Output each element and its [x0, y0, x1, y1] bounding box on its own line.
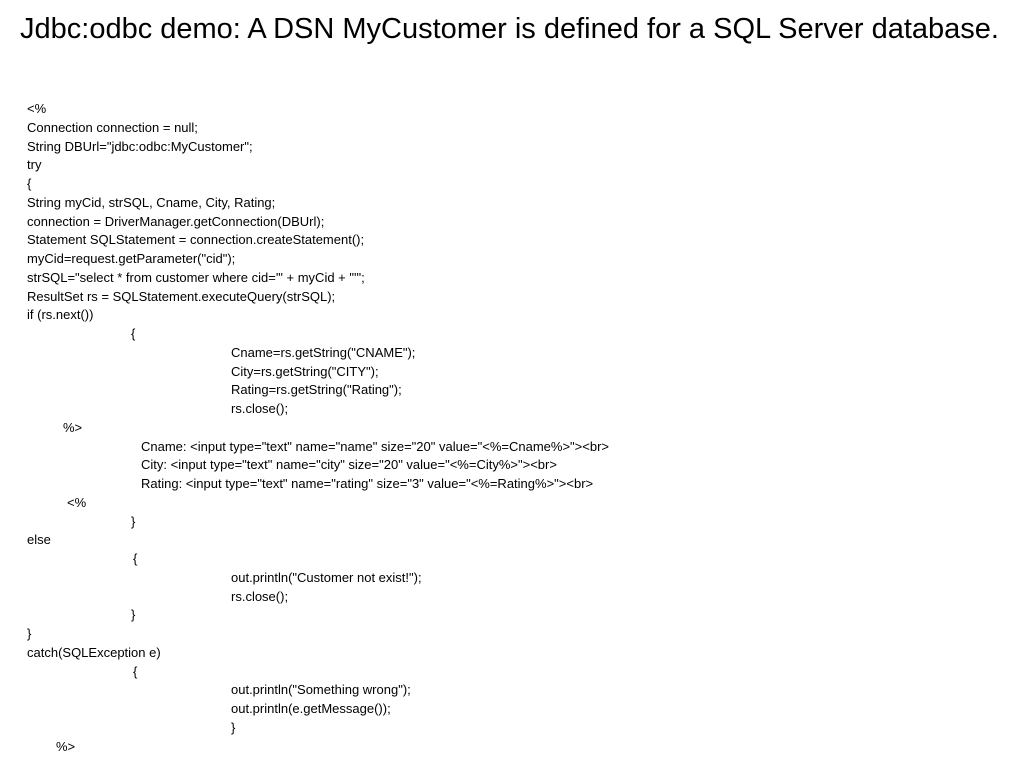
code-line: Cname=rs.getString("CNAME");	[231, 344, 416, 360]
code-line: Rating: <input type="text" name="rating"…	[141, 476, 594, 491]
code-line: %>	[56, 738, 76, 754]
code-line: connection = DriverManager.getConnection…	[27, 213, 325, 229]
code-line: <%	[27, 101, 47, 116]
code-line: {	[133, 551, 138, 566]
code-line: if (rs.next())	[27, 307, 94, 323]
code-line: }	[27, 626, 32, 641]
code-line: City=rs.getString("CITY");	[231, 363, 379, 379]
code-line: ResultSet rs = SQLStatement.executeQuery…	[27, 288, 336, 304]
code-line: rs.close();	[231, 401, 289, 416]
code-line: Connection connection = null;	[27, 119, 198, 135]
code-line: myCid=request.getParameter("cid");	[27, 251, 236, 266]
code-line: {	[27, 176, 32, 191]
code-line: Cname: <input type="text" name="name" si…	[141, 438, 609, 454]
code-line: {	[133, 663, 138, 679]
code-line: out.println(e.getMessage());	[231, 701, 391, 716]
code-line: out.println("Something wrong");	[231, 682, 411, 698]
code-line: Statement SQLStatement = connection.crea…	[27, 232, 365, 248]
code-line: String DBUrl="jdbc:odbc:MyCustomer";	[27, 138, 253, 154]
code-line: strSQL="select * from customer where cid…	[27, 269, 365, 285]
code-line: try	[27, 157, 42, 173]
code-line: <%	[67, 494, 87, 510]
code-line: catch(SQLException e)	[27, 644, 161, 660]
code-line: rs.close();	[231, 588, 289, 604]
slide-title: Jdbc:odbc demo: A DSN MyCustomer is defi…	[20, 13, 999, 45]
code-line: }	[231, 719, 236, 735]
code-line: }	[131, 513, 136, 529]
code-line: %>	[63, 419, 83, 435]
code-listing: <% Connection connection = null; String …	[27, 100, 1007, 756]
code-line: out.println("Customer not exist!");	[231, 569, 422, 585]
code-line: {	[131, 326, 136, 341]
code-line: }	[131, 607, 136, 623]
code-line: Rating=rs.getString("Rating");	[231, 382, 402, 398]
code-line: else	[27, 532, 51, 548]
code-line: City: <input type="text" name="city" siz…	[141, 457, 557, 473]
code-line: String myCid, strSQL, Cname, City, Ratin…	[27, 194, 276, 210]
